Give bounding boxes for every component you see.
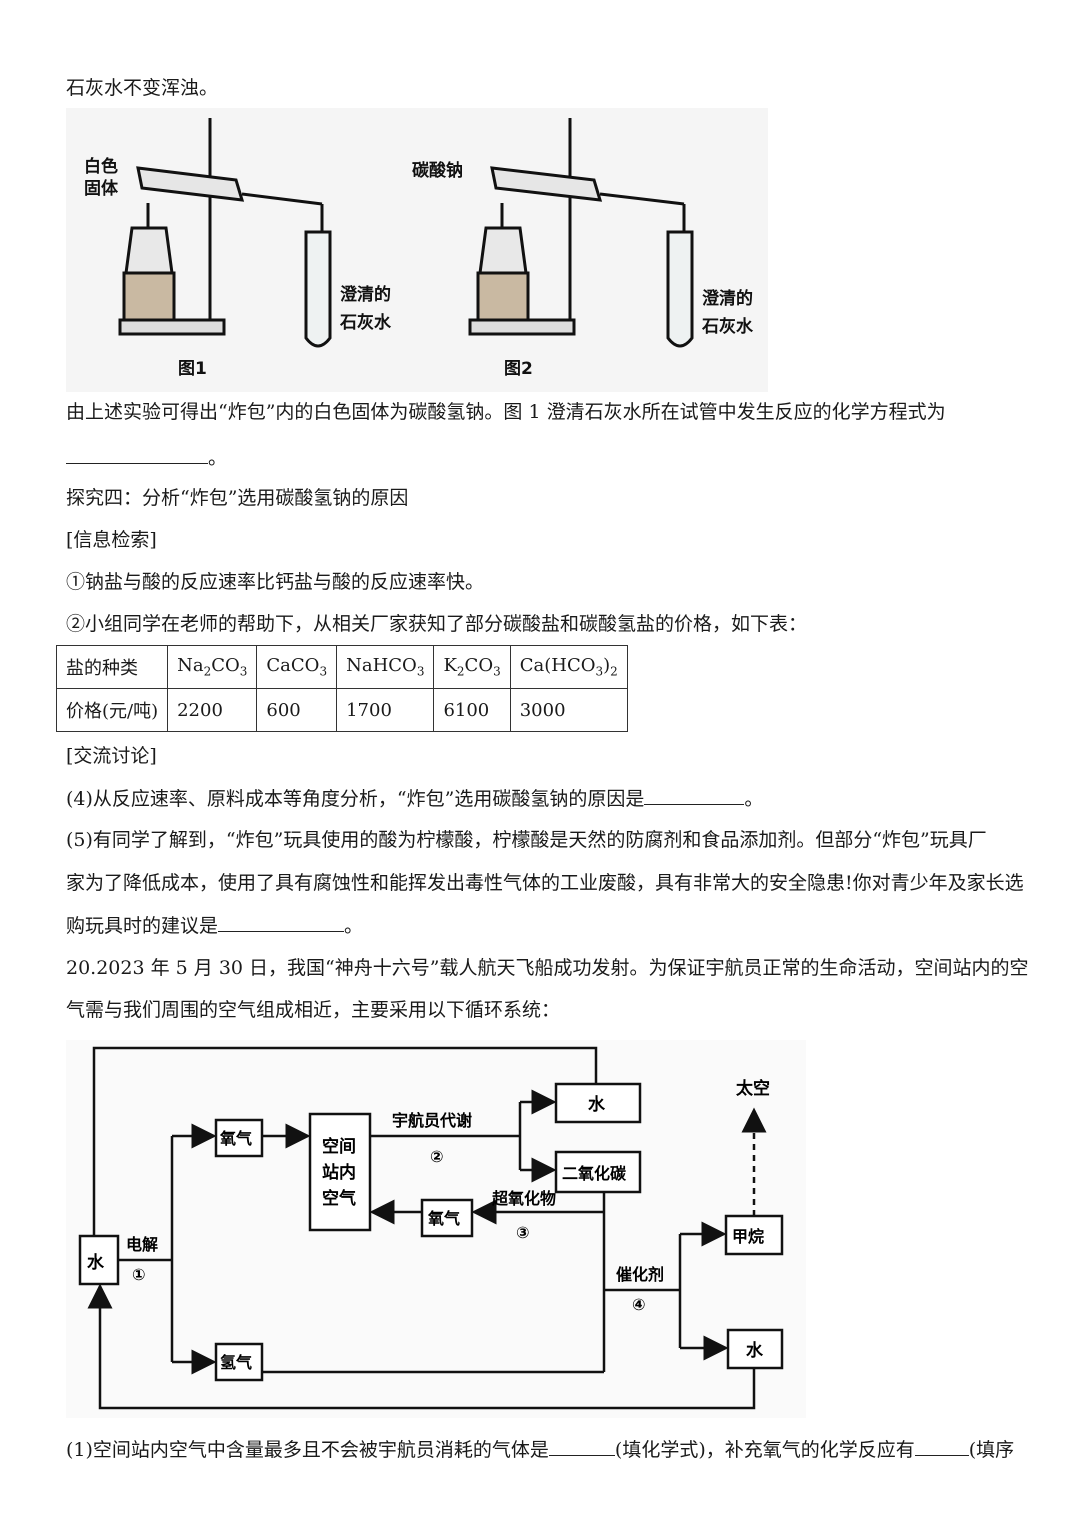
label-catalyst: 催化剂 — [616, 1265, 664, 1284]
text-line-limewater-result: 石灰水不变浑浊。 — [66, 77, 219, 99]
answer-blank-q4[interactable] — [644, 786, 745, 805]
answer-blank-reaction[interactable] — [914, 1437, 969, 1456]
table-cell-price: 2200 — [167, 688, 258, 732]
table-header-salt-type: 盐的种类 — [55, 645, 169, 689]
stand-base-2 — [468, 318, 576, 336]
label-station-air-2: 站内 — [322, 1162, 356, 1183]
label-oxygen-mid: 氧气 — [427, 1209, 460, 1228]
figure-1-setup — [118, 118, 332, 348]
label-step3: ③ — [516, 1223, 530, 1242]
box-hydrogen — [214, 1342, 264, 1382]
test-tube-vertical-1 — [304, 230, 332, 348]
answer-blank-q5[interactable] — [218, 913, 345, 932]
label-space: 太空 — [736, 1078, 770, 1099]
fig1-label-limewater: 石灰水 — [339, 312, 392, 333]
test-tube-horizontal-2 — [490, 166, 603, 202]
cycle-svg: 水 电解 ① 氧气 空间 站内 空气 宇航员代谢 ② 水 二氧化碳 超氧化物 ③… — [78, 1046, 784, 1410]
label-step4: ④ — [632, 1295, 646, 1314]
table-cell-salt: NaHCO3 — [336, 645, 435, 689]
table-cell-price: 6100 — [433, 688, 511, 732]
label-co2: 二氧化碳 — [562, 1164, 627, 1183]
test-tube-vertical-2 — [666, 230, 694, 348]
stand-base-1 — [118, 318, 226, 336]
fig2-label-sodium-carbonate: 碳酸钠 — [412, 160, 463, 181]
alcohol-lamp-2 — [478, 226, 528, 275]
wood-block-2 — [476, 271, 530, 322]
label-oxygen-top: 氧气 — [219, 1129, 252, 1148]
text-line-conclusion: 由上述实验可得出“炸包”内的白色固体为碳酸氢钠。图 1 澄清石灰水所在试管中发生… — [66, 401, 946, 423]
answer-blank-equation[interactable] — [66, 445, 208, 464]
label-superoxide: 超氧化物 — [491, 1189, 556, 1208]
delivery-tube-2 — [599, 192, 685, 206]
text-line-q20-1: 20.2023 年 5 月 30 日，我国“神舟十六号”载人航天飞船成功发射。为… — [66, 957, 1029, 979]
label-water-top: 水 — [588, 1094, 606, 1115]
label-hydrogen: 氢气 — [220, 1353, 252, 1372]
table-header-price: 价格(元/吨) — [55, 688, 169, 732]
table-row-prices: 价格(元/吨) 2200 600 1700 6100 3000 — [55, 688, 628, 732]
table-cell-price: 1700 — [336, 688, 435, 732]
fig2-label-clear: 澄清的 — [702, 288, 753, 309]
cycle-diagram: 水 电解 ① 氧气 空间 站内 空气 宇航员代谢 ② 水 二氧化碳 超氧化物 ③… — [66, 1040, 806, 1418]
fig1-label-white: 白色 — [84, 156, 118, 177]
text-line-info1: ①钠盐与酸的反应速率比钙盐与酸的反应速率快。 — [66, 571, 485, 593]
label-step1: ① — [132, 1265, 146, 1284]
text-line-info2: ②小组同学在老师的帮助下，从相关厂家获知了部分碳酸盐和碳酸氢盐的价格，如下表： — [66, 613, 808, 635]
text-line-discussion: [交流讨论] — [66, 745, 157, 767]
label-electrolysis: 电解 — [126, 1235, 158, 1254]
table-cell-salt: CaCO3 — [256, 645, 338, 689]
label-station-air-3: 空气 — [322, 1188, 356, 1209]
text-line-q5-1: (5)有同学了解到，“炸包”玩具使用的酸为柠檬酸，柠檬酸是天然的防腐剂和食品添加… — [66, 829, 987, 851]
text-line-q20-sub1: (1)空间站内空气中含量最多且不会被宇航员消耗的气体是(填化学式)，补充氧气的化… — [66, 1437, 1015, 1461]
fig2-caption: 图2 — [504, 359, 533, 379]
label-station-air-1: 空间 — [322, 1136, 356, 1157]
apparatus-figure: 白色 固体 澄清的 石灰水 图1 碳酸钠 澄清的 石灰水 图2 — [66, 108, 768, 392]
fig1-label-solid: 固体 — [84, 178, 119, 199]
delivery-tube-1 — [241, 192, 323, 206]
table-cell-price: 600 — [256, 688, 338, 732]
text-line-q4: (4)从反应速率、原料成本等角度分析，“炸包”选用碳酸氢钠的原因是。 — [66, 786, 764, 810]
table-cell-salt: Na2CO3 — [167, 645, 258, 689]
text-line-equation-blank: 。 — [66, 445, 227, 470]
line-water-top-loop — [92, 1046, 598, 1236]
answer-blank-gas[interactable] — [548, 1437, 615, 1456]
table-row-salts: 盐的种类 Na2CO3 CaCO3 NaHCO3 K2CO3 Ca(HCO3)2 — [55, 645, 628, 689]
test-tube-horizontal-1 — [136, 166, 245, 202]
figure-2-setup — [468, 118, 694, 348]
table-cell-salt: Ca(HCO3)2 — [509, 645, 628, 689]
text-line-q20-2: 气需与我们周围的空气组成相近，主要采用以下循环系统： — [66, 999, 561, 1021]
text-line-explore4: 探究四：分析“炸包”选用碳酸氢钠的原因 — [66, 487, 409, 509]
label-water-left: 水 — [87, 1252, 105, 1273]
wood-block-1 — [122, 271, 176, 322]
alcohol-lamp-1 — [124, 226, 174, 275]
box-oxygen-mid — [420, 1198, 474, 1238]
box-water-right — [726, 1328, 784, 1370]
cycle-connectors — [87, 1046, 767, 1410]
text-line-info-search: [信息检索] — [66, 529, 157, 551]
apparatus-svg: 白色 固体 澄清的 石灰水 图1 碳酸钠 澄清的 石灰水 图2 — [84, 118, 754, 379]
arrow-water-right-return — [87, 1283, 756, 1410]
fig1-caption: 图1 — [178, 359, 207, 379]
label-metabolism: 宇航员代谢 — [392, 1111, 472, 1130]
box-station-air — [308, 1112, 372, 1232]
fig2-label-limewater: 石灰水 — [701, 316, 754, 337]
price-table: 盐的种类 Na2CO3 CaCO3 NaHCO3 K2CO3 Ca(HCO3)2… — [55, 645, 628, 732]
label-methane: 甲烷 — [732, 1227, 764, 1246]
table-cell-price: 3000 — [509, 688, 628, 732]
label-water-right: 水 — [746, 1340, 764, 1361]
fig1-label-clear: 澄清的 — [340, 284, 391, 305]
box-methane — [724, 1214, 784, 1256]
box-water-top — [554, 1082, 642, 1124]
table-cell-salt: K2CO3 — [433, 645, 511, 689]
text-line-q5-3: 购玩具时的建议是。 — [66, 913, 364, 937]
label-step2: ② — [430, 1147, 444, 1166]
text-line-q5-2: 家为了降低成本，使用了具有腐蚀性和能挥发出毒性气体的工业废酸，具有非常大的安全隐… — [66, 872, 1024, 894]
